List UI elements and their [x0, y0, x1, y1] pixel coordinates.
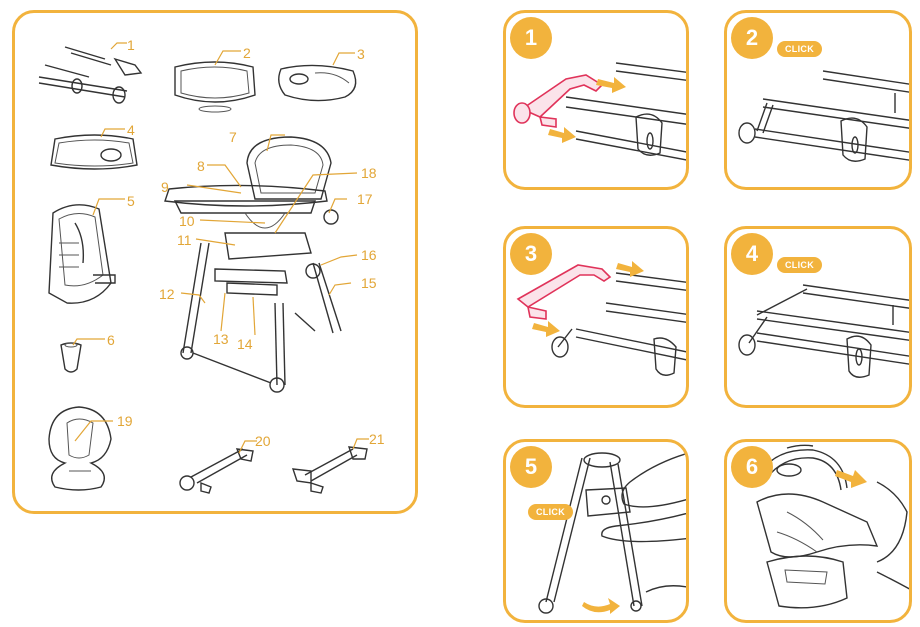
part-label-7: 7 [229, 129, 237, 145]
part-label-16: 16 [361, 247, 377, 263]
part-label-21: 21 [369, 431, 385, 447]
part-label-14: 14 [237, 336, 253, 352]
step-1-panel: 1 [503, 10, 689, 190]
part-5-seat [48, 204, 116, 304]
step-2-click-indicator: CLICK [777, 41, 822, 57]
part-label-6: 6 [107, 332, 115, 348]
step-2-panel: 2 CLICK [724, 10, 912, 190]
part-label-19: 19 [117, 413, 133, 429]
part-label-5: 5 [127, 193, 135, 209]
step-2-illustration [738, 70, 909, 162]
step-4-panel: 4 CLICK [724, 226, 912, 408]
part-label-12: 12 [159, 286, 175, 302]
step-5-illustration [538, 452, 686, 614]
part-label-15: 15 [361, 275, 377, 291]
part-label-18: 18 [361, 165, 377, 181]
step-5-panel: 5 CLICK [503, 439, 689, 623]
part-20-wheel-bar [179, 448, 254, 494]
step-1-number: 1 [510, 17, 552, 59]
part-label-4: 4 [127, 122, 135, 138]
step-3-number: 3 [510, 233, 552, 275]
parts-illustration [38, 42, 369, 494]
part-label-20: 20 [255, 433, 271, 449]
part-19-infant-insert [48, 406, 112, 491]
part-3-tray-insert [278, 64, 357, 102]
step-4-illustration [738, 284, 909, 378]
step-4-number: 4 [731, 233, 773, 275]
step-3-panel: 3 [503, 226, 689, 408]
step-5-number: 5 [510, 446, 552, 488]
part-label-3: 3 [357, 46, 365, 62]
step-2-number: 2 [731, 17, 773, 59]
part-label-10: 10 [179, 213, 195, 229]
part-label-17: 17 [357, 191, 373, 207]
step-6-panel: 6 [724, 439, 912, 623]
part-1-front-legs [38, 46, 143, 104]
part-4-tray [50, 134, 138, 170]
part-21-stopper-bar [291, 446, 368, 494]
step-4-click-indicator: CLICK [777, 257, 822, 273]
part-2-inner-tray [174, 61, 256, 113]
part-label-9: 9 [161, 179, 169, 195]
part-label-11: 11 [177, 232, 192, 248]
parts-panel: 1 2 3 4 5 6 7 8 9 10 11 12 13 14 15 16 1… [12, 10, 418, 514]
part-label-1: 1 [127, 37, 135, 53]
step-6-number: 6 [731, 446, 773, 488]
step-1-illustration [513, 62, 686, 161]
part-label-13: 13 [213, 331, 229, 347]
part-6-crotch-post [60, 342, 82, 373]
step-3-illustration [516, 261, 686, 376]
part-label-2: 2 [243, 45, 251, 61]
part-label-8: 8 [197, 158, 205, 174]
part-main-high-chair [164, 136, 342, 393]
step-5-click-indicator: CLICK [528, 504, 573, 520]
